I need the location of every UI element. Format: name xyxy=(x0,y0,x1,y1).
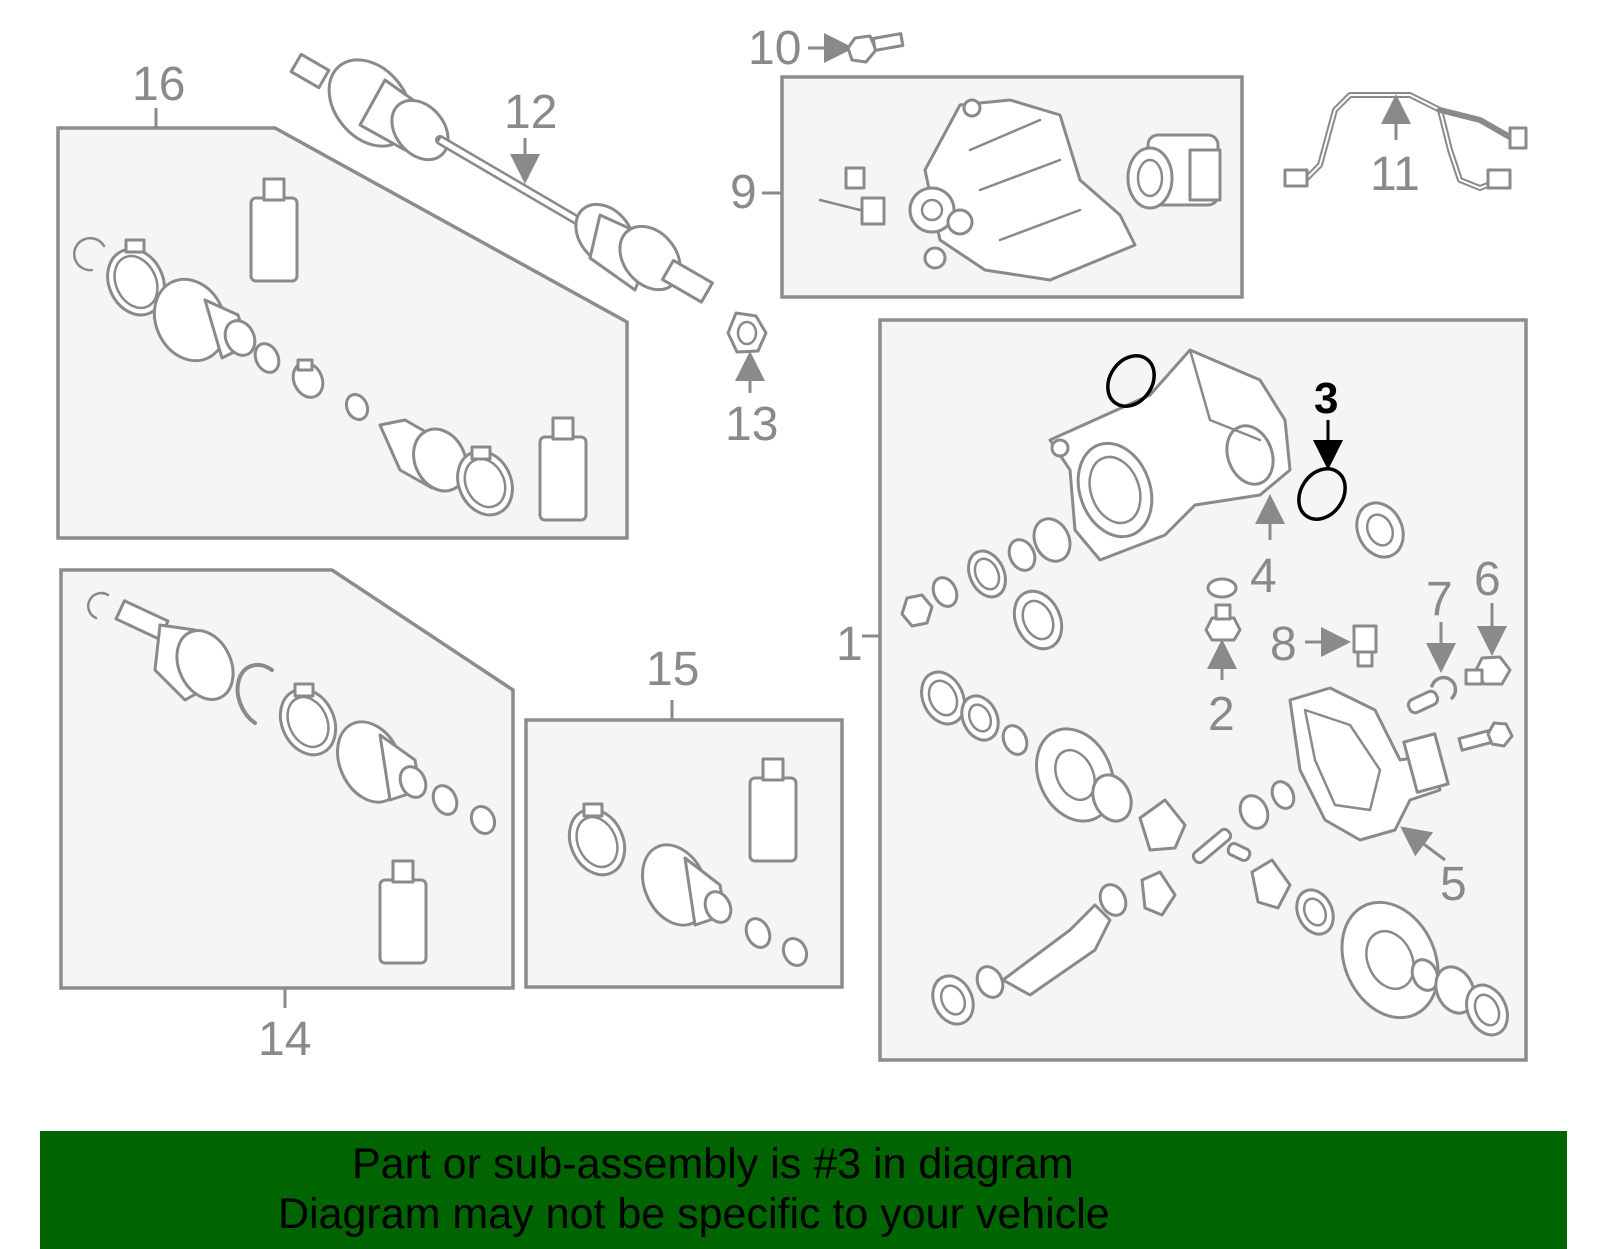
callout-6: 6 xyxy=(1474,553,1501,606)
callout-4: 4 xyxy=(1250,550,1277,603)
callout-13: 13 xyxy=(725,398,778,451)
small-clamp-icon xyxy=(469,804,497,836)
callout-5: 5 xyxy=(1440,858,1467,911)
callout-12: 12 xyxy=(504,86,557,139)
highlighted-o-ring-icon xyxy=(1297,467,1347,521)
fill-plug-icon xyxy=(1464,655,1512,686)
ring-icon xyxy=(744,917,772,949)
circlip-icon xyxy=(72,236,106,272)
grease-bottle-icon xyxy=(378,859,428,965)
box-14-inner-joint-kit: 14 xyxy=(59,568,515,1066)
bearing-stack-icon xyxy=(900,517,1072,651)
banner-line-part: Part or sub-assembly is #3 in diagram xyxy=(352,1140,1074,1188)
sensor-connector-icon xyxy=(818,166,886,226)
box-9-differential-mount: 9 xyxy=(730,75,1244,299)
callout-16: 16 xyxy=(132,58,185,111)
callout-7: 7 xyxy=(1426,573,1453,626)
box-15-boot-kit: 15 xyxy=(524,643,844,989)
tripod-housing-icon xyxy=(114,599,235,702)
callout-9: 9 xyxy=(730,166,757,219)
callout-10: 10 xyxy=(748,22,801,75)
callout-11: 11 xyxy=(1370,148,1420,201)
cv-boot-icon xyxy=(152,277,257,363)
cv-boot-icon xyxy=(641,843,733,927)
wiring-harness-icon xyxy=(1283,92,1528,191)
ring-icon xyxy=(431,784,459,816)
callout-3: 3 xyxy=(1314,374,1338,423)
callout-1: 1 xyxy=(836,618,863,671)
boot-clamp-icon xyxy=(106,238,166,317)
grease-bottle-icon xyxy=(748,757,798,863)
axle-nut-icon xyxy=(726,311,768,354)
large-clamp-icon xyxy=(456,445,514,517)
oil-seal-icon xyxy=(1355,501,1405,559)
boot-clamp-icon xyxy=(567,802,627,877)
small-clamp-icon xyxy=(781,936,809,968)
grease-bottle-icon xyxy=(538,416,588,522)
callout-15: 15 xyxy=(646,643,699,696)
axle-shaft-icon xyxy=(289,52,714,304)
drain-plug-icon xyxy=(1204,577,1242,642)
info-banner: Part or sub-assembly is #3 in diagram Di… xyxy=(40,1131,1567,1249)
gear-set-icon xyxy=(920,670,1509,1037)
clip-icon xyxy=(1430,675,1458,700)
circlip-icon xyxy=(87,591,110,620)
ring-icon xyxy=(253,342,281,374)
dowel-pin-icon xyxy=(1406,689,1440,715)
o-ring-icon xyxy=(1106,354,1156,408)
bolt-icon xyxy=(1457,721,1514,752)
differential-cover-icon xyxy=(1288,686,1450,842)
box-1-differential-assembly: 1 3 4 xyxy=(836,318,1528,1062)
differential-case-icon xyxy=(1048,348,1292,562)
boot-clamp-icon xyxy=(278,682,338,757)
grease-bottle-icon xyxy=(249,177,299,283)
callout-8: 8 xyxy=(1270,618,1297,671)
differential-carrier-icon xyxy=(908,98,1137,282)
sensor-icon xyxy=(1352,624,1378,668)
box-16-outer-boot-kit: 16 xyxy=(56,58,629,540)
banner-line-disclaimer: Diagram may not be specific to your vehi… xyxy=(278,1190,1110,1238)
small-clamp-icon xyxy=(291,358,325,399)
snap-ring-icon xyxy=(235,663,274,725)
callout-2: 2 xyxy=(1208,688,1235,741)
actuator-motor-icon xyxy=(1126,133,1222,210)
cv-boot-icon xyxy=(336,720,428,804)
inner-boot-icon xyxy=(378,418,468,493)
small-clamp-icon xyxy=(344,392,370,422)
bolt-icon xyxy=(846,32,905,64)
callout-14: 14 xyxy=(258,1013,311,1066)
